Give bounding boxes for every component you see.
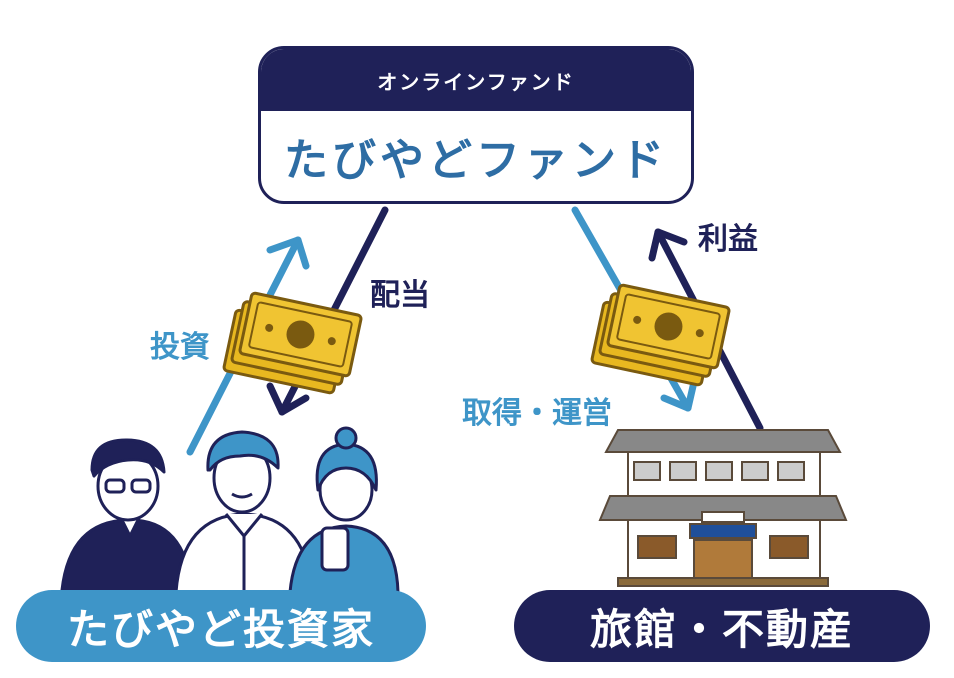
- inn-real-estate-pill: 旅館・不動産: [514, 590, 930, 662]
- acquisition-operation-label: 取得・運営: [462, 396, 612, 431]
- money-icon: [222, 291, 363, 395]
- profit-label: 利益: [698, 222, 758, 257]
- fund-category-label: オンラインファンド: [261, 49, 691, 111]
- fund-name: たびやどファンド: [284, 135, 668, 186]
- money-icon: [590, 283, 731, 387]
- investment-label: 投資: [150, 330, 210, 365]
- fund-box: オンラインファンド たびやどファンド: [258, 46, 694, 204]
- dividend-label: 配当: [370, 278, 430, 313]
- investors-pill: たびやど投資家: [16, 590, 426, 662]
- investors-illustration: [60, 426, 400, 594]
- inn-building-illustration: [598, 429, 848, 587]
